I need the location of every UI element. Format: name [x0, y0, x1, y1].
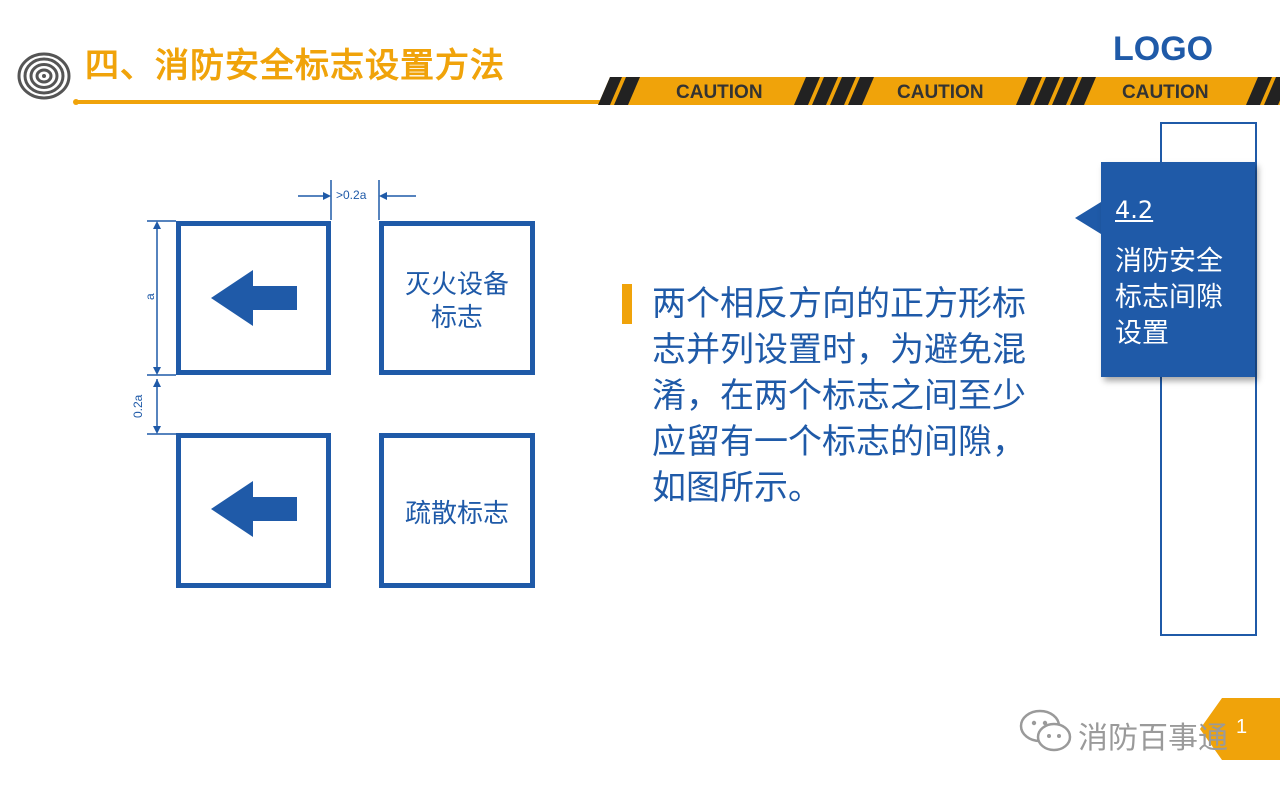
body-paragraph: 两个相反方向的正方形标志并列设置时，为避免混淆，在两个标志之间至少应留有一个标志… [652, 284, 1026, 508]
page-number: 1 [1236, 716, 1248, 738]
caution-tape: CAUTION CAUTION CAUTION [598, 77, 1280, 105]
fire-equipment-sign-label: 灭火设备 标志 [384, 269, 530, 335]
arrow-sign-bottom [176, 433, 331, 588]
side-tab-pointer [1075, 202, 1101, 234]
caution-label-3: CAUTION [1122, 82, 1209, 103]
logo-text: LOGO [1113, 30, 1214, 68]
dimension-annotations: >0.2a a 0.2a [131, 180, 416, 435]
fire-equipment-sign-label-line-2: 标志 [430, 303, 483, 333]
horizontal-gap-label: >0.2a [336, 188, 367, 202]
watermark-text: 消防百事通 [1078, 721, 1228, 756]
arrow-left-icon [211, 481, 297, 537]
section-title: 消防安全标志间隙设置 [1115, 246, 1223, 349]
evacuation-sign: 疏散标志 [379, 433, 535, 588]
arrow-sign-top [176, 221, 331, 375]
section-tab[interactable] [1101, 162, 1255, 377]
evacuation-sign-label: 疏散标志 [404, 499, 509, 529]
caution-label-1: CAUTION [676, 82, 763, 103]
side-length-label: a [143, 293, 157, 300]
arrow-left-icon [211, 270, 297, 326]
fire-equipment-sign: 灭火设备 标志 [379, 221, 535, 375]
page-title: 四、消防安全标志设置方法 [85, 46, 505, 86]
page-number-tab [1200, 698, 1280, 760]
fire-equipment-sign-label-line-1: 灭火设备 [404, 270, 509, 300]
caution-label-2: CAUTION [897, 82, 984, 103]
quote-bar [622, 284, 632, 324]
coil-logo-icon [17, 52, 79, 105]
section-number: 4.2 [1115, 196, 1154, 224]
wechat-icon [1019, 709, 1072, 752]
vertical-gap-label: 0.2a [131, 394, 145, 418]
header-divider [75, 100, 635, 104]
